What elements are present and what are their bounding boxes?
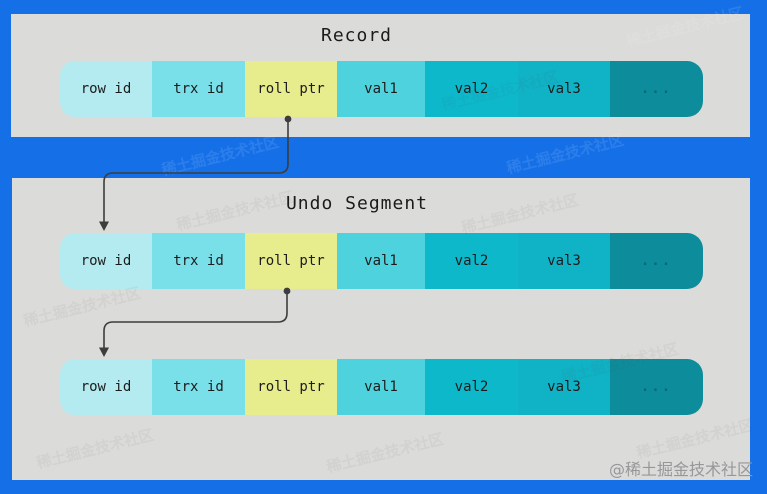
cell-roll-ptr: roll ptr [245, 359, 337, 415]
cell-trx-id: trx id [152, 61, 245, 117]
cell-row-id: row id [60, 359, 152, 415]
cell-row-id: row id [60, 61, 152, 117]
cell-more: ... [610, 359, 703, 415]
cell-val2: val2 [425, 61, 518, 117]
cell-trx-id: trx id [152, 233, 245, 289]
cell-val1: val1 [337, 61, 425, 117]
undo-row-1: row id trx id roll ptr val1 val2 val3 ..… [60, 233, 703, 289]
undo-row-2: row id trx id roll ptr val1 val2 val3 ..… [60, 359, 703, 415]
record-panel-title: Record [320, 25, 393, 46]
undo-segment-panel: Undo Segment row id trx id roll ptr val1… [12, 178, 750, 480]
cell-val2: val2 [425, 233, 518, 289]
juejin-watermark: @稀土掘金技术社区 [608, 460, 753, 479]
cell-val3: val3 [518, 61, 610, 117]
cell-more: ... [610, 233, 703, 289]
cell-val1: val1 [337, 233, 425, 289]
cell-row-id: row id [60, 233, 152, 289]
cell-val1: val1 [337, 359, 425, 415]
cell-val3: val3 [518, 233, 610, 289]
cell-trx-id: trx id [152, 359, 245, 415]
cell-val2: val2 [425, 359, 518, 415]
ghost-watermark: 稀土掘金技术社区 [159, 132, 281, 180]
cell-more: ... [610, 61, 703, 117]
cell-val3: val3 [518, 359, 610, 415]
cell-roll-ptr: roll ptr [245, 233, 337, 289]
record-row: row id trx id roll ptr val1 val2 val3 ..… [60, 61, 703, 117]
cell-roll-ptr: roll ptr [245, 61, 337, 117]
undo-panel-title: Undo Segment [285, 193, 429, 214]
record-panel: Record row id trx id roll ptr val1 val2 … [11, 14, 750, 137]
